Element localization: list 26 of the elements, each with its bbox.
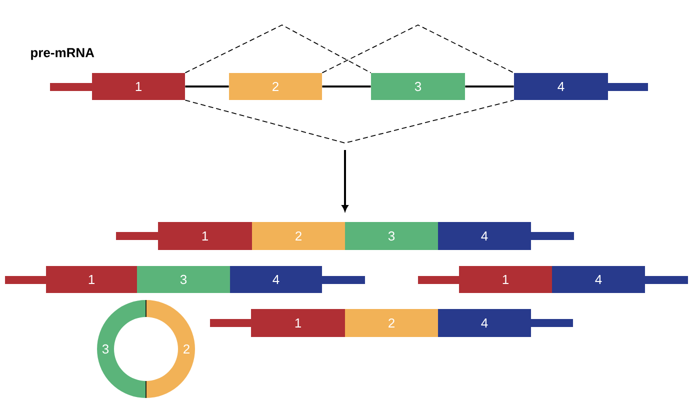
splice-line — [184, 100, 514, 144]
intron-line — [465, 86, 514, 88]
intron-line — [185, 86, 229, 88]
exon-box: 1 — [158, 222, 252, 250]
exon-box: 4 — [552, 266, 645, 293]
exon-box: 4 — [438, 222, 531, 250]
exon-box: 2 — [345, 309, 438, 337]
exon-box: 2 — [252, 222, 345, 250]
exon-box: 1 — [46, 266, 137, 293]
ring-segment: 3 — [97, 300, 146, 398]
splice-line — [184, 24, 372, 74]
intron-line — [322, 86, 371, 88]
arrow — [342, 150, 348, 212]
splice-line — [322, 24, 514, 74]
exon-box: 2 — [229, 73, 322, 100]
exon-box: 1 — [251, 309, 345, 337]
exon-box: 3 — [137, 266, 230, 293]
exon-box: 4 — [514, 73, 608, 100]
exon-box: 1 — [459, 266, 552, 293]
exon-box: 3 — [371, 73, 465, 100]
exon-box: 4 — [438, 309, 531, 337]
ring-segment: 2 — [146, 300, 195, 398]
title-label: pre-mRNA — [31, 48, 94, 60]
exon-box: 1 — [92, 73, 185, 100]
exon-box: 3 — [345, 222, 438, 250]
exon-box: 4 — [230, 266, 322, 293]
